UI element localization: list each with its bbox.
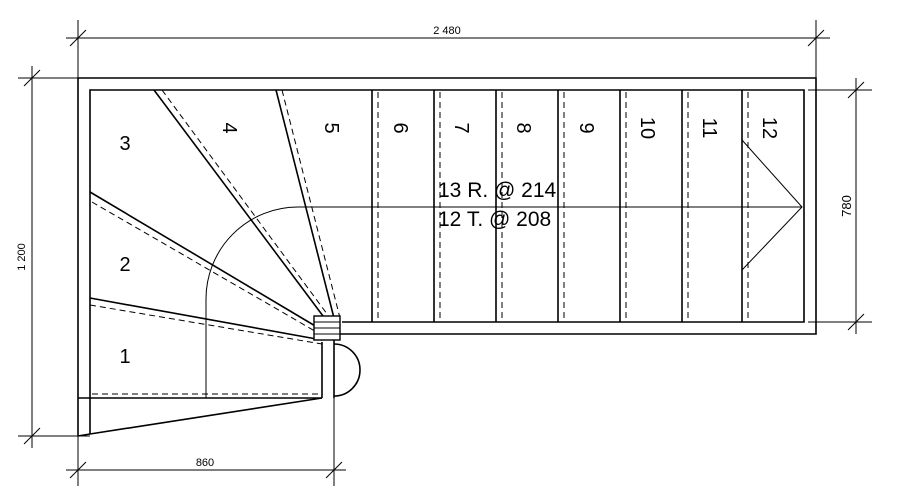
dimension-label-winder-width: 860: [196, 457, 214, 469]
step-number-12: 12: [758, 117, 780, 139]
stair-outline: [77, 77, 817, 437]
walking-line: [205, 139, 803, 398]
step-numbers: 1 2 3 4 5 6 7 8 9 10 11 12: [119, 117, 780, 368]
dimension-label-flight-width: 780: [839, 195, 854, 217]
dimension-total-width: 1 200: [16, 66, 90, 448]
stair-notes: 13 R. @ 214 12 T. @ 208: [438, 179, 557, 231]
step-number-6: 6: [389, 122, 411, 133]
newel-post: [313, 315, 361, 397]
step-number-5: 5: [320, 122, 342, 133]
straight-treads: [371, 90, 749, 322]
tread-note: 12 T. @ 208: [438, 208, 551, 231]
step-number-10: 10: [636, 117, 658, 139]
riser-note: 13 R. @ 214: [438, 179, 557, 202]
step-number-8: 8: [512, 122, 534, 133]
dimension-flight-width: 780: [808, 78, 872, 334]
step-number-2: 2: [119, 254, 130, 276]
step-number-1: 1: [119, 346, 130, 368]
winder-treads: [89, 89, 341, 395]
dimension-label-total-width: 1 200: [16, 243, 28, 271]
step-number-3: 3: [119, 133, 130, 155]
direction-arrow-icon: [741, 139, 803, 271]
step-number-4: 4: [218, 122, 240, 133]
step-number-11: 11: [698, 118, 720, 139]
dimension-total-length: 2 480: [66, 20, 830, 80]
dimension-label-total-length: 2 480: [433, 25, 461, 37]
step-number-7: 7: [450, 122, 472, 133]
step-number-9: 9: [575, 122, 597, 133]
